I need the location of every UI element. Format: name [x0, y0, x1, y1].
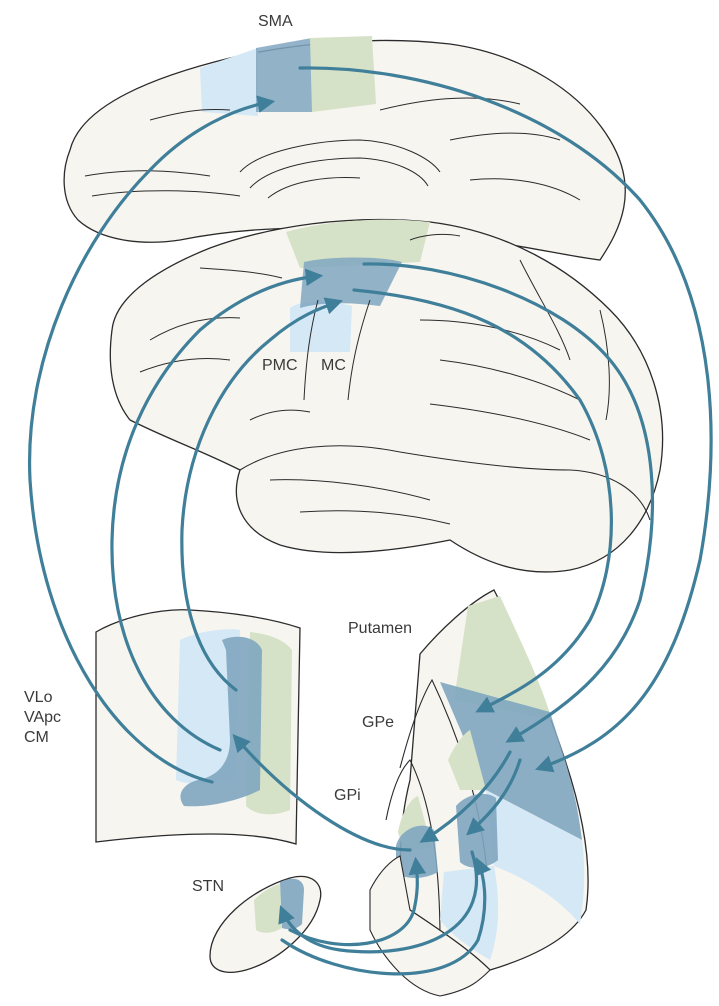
sma-region-dark-blue: [256, 38, 312, 112]
lateral-hemisphere: [110, 220, 662, 572]
thalamus-label-cm: CM: [24, 728, 61, 748]
mc-label: MC: [321, 356, 346, 376]
putamen-label: Putamen: [348, 619, 412, 639]
stn-label: STN: [192, 877, 224, 897]
pmc-label: PMC: [262, 356, 298, 376]
thalamus-label-vapc: VApc: [24, 708, 61, 728]
stn-region-dark-blue: [280, 879, 304, 929]
sma-label: SMA: [258, 12, 293, 32]
stn: [210, 876, 321, 972]
sma-region-green: [310, 36, 376, 112]
thalamus-label-vlo: VLo: [24, 688, 61, 708]
gpe-label: GPe: [362, 713, 394, 733]
gpi-label: GPi: [334, 786, 361, 806]
thalamus-label: VLo VApc CM: [24, 688, 61, 748]
gpe-region-dark-blue: [456, 794, 498, 868]
